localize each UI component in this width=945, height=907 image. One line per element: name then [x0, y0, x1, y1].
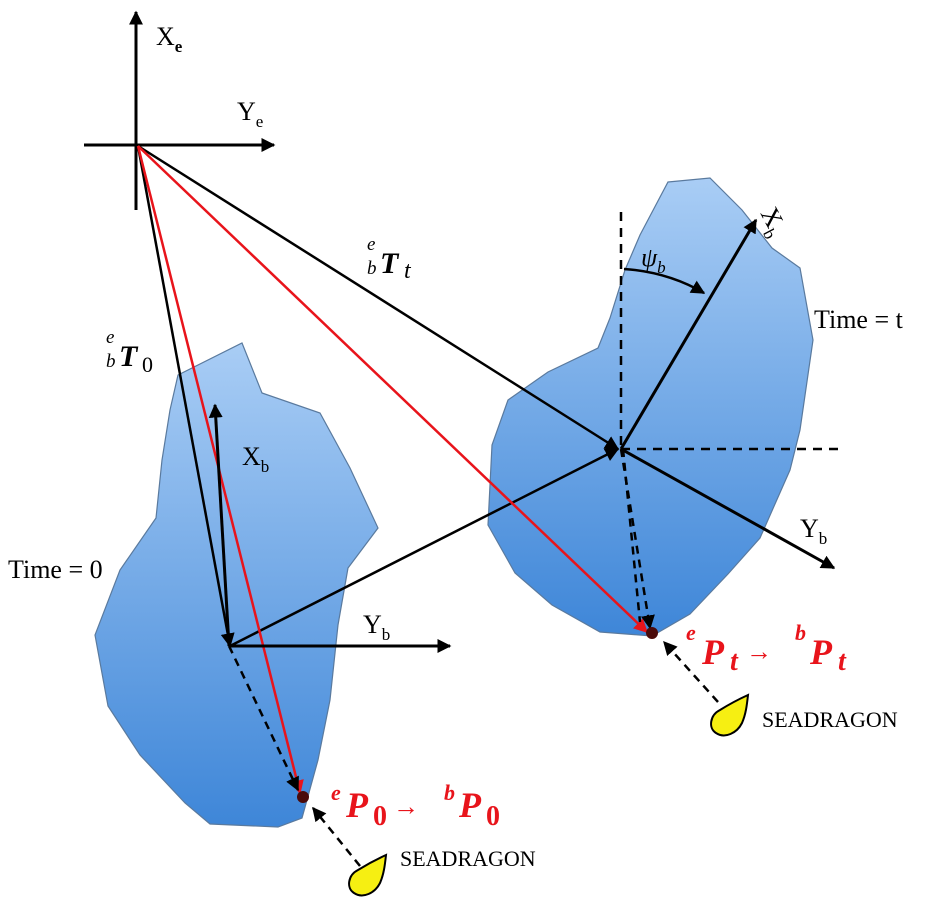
svg-text:b: b — [795, 620, 806, 645]
svg-text:e: e — [331, 780, 341, 805]
body0-x-axis — [208, 403, 231, 647]
body0-y-label: Yb — [363, 610, 390, 644]
heading-arc — [623, 267, 706, 295]
svg-text:t: t — [404, 258, 412, 284]
svg-text:T: T — [380, 247, 400, 280]
svg-text:0: 0 — [486, 801, 500, 832]
svg-text:b: b — [106, 351, 116, 372]
transform-Tt-vector — [137, 144, 620, 451]
transform-Tt-label: e b T t — [367, 234, 412, 284]
seadragon-0-label: SEADRAGON — [400, 846, 536, 871]
earth-x-label: Xe — [156, 22, 183, 56]
time-t-label: Time = t — [814, 305, 904, 334]
sensor-0-beam — [312, 806, 361, 867]
body-shape-time-t — [487, 177, 814, 637]
bodyt-y-axis — [620, 447, 836, 570]
svg-text:P: P — [458, 785, 482, 825]
time-0-label: Time = 0 — [8, 555, 103, 584]
body-to-body-vector — [229, 447, 620, 648]
svg-text:→: → — [746, 637, 772, 666]
svg-text:→: → — [393, 792, 419, 821]
svg-text:e: e — [367, 234, 375, 255]
point-P0-label: e P 0 → b P 0 — [331, 780, 500, 832]
transform-T0-vector — [136, 145, 235, 648]
svg-text:e: e — [106, 327, 114, 348]
svg-text:0: 0 — [373, 801, 387, 832]
svg-text:T: T — [119, 340, 139, 373]
svg-text:e: e — [686, 620, 696, 645]
heading-label: ψb — [641, 243, 666, 277]
svg-text:t: t — [838, 646, 847, 677]
bodyt-dashed-to-Pt-2 — [621, 448, 642, 623]
red-vector-Pt — [137, 145, 649, 633]
seadragon-t-icon — [710, 693, 750, 737]
bodyt-x-axis — [619, 218, 758, 450]
svg-text:b: b — [367, 258, 377, 279]
body0-x-label: Xb — [242, 442, 269, 476]
point-Pt-marker — [646, 627, 658, 639]
svg-text:b: b — [444, 780, 455, 805]
svg-text:0: 0 — [142, 352, 153, 377]
svg-text:P: P — [701, 632, 725, 672]
body0-dashed-to-P0 — [227, 645, 300, 792]
bodyt-y-label: Yb — [800, 514, 827, 548]
svg-text:P: P — [345, 785, 369, 825]
seadragon-t-label: SEADRAGON — [762, 707, 898, 732]
svg-text:t: t — [730, 646, 739, 677]
point-P0-marker — [297, 791, 309, 803]
transform-T0-label: e b T 0 — [106, 327, 153, 377]
seadragon-0-icon — [348, 853, 388, 897]
earth-y-label: Ye — [237, 97, 263, 131]
point-Pt-label: e P t → b P t — [686, 620, 847, 677]
body-shape-time-0 — [94, 342, 379, 828]
svg-text:P: P — [809, 632, 833, 672]
